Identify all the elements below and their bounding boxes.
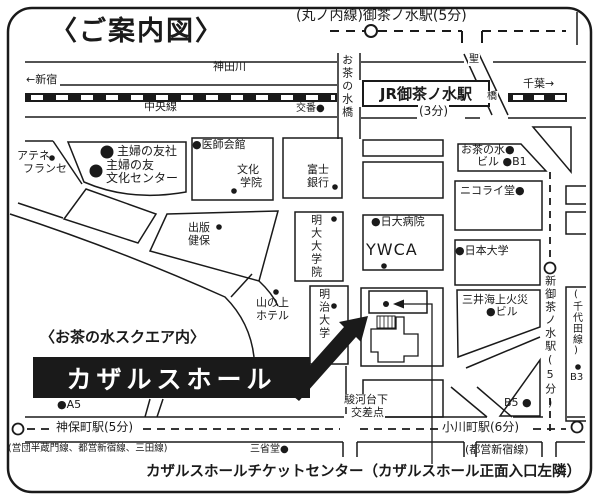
chuo-line-label: 中央線 bbox=[144, 100, 177, 113]
casals-building bbox=[370, 299, 433, 464]
street-diagonal bbox=[450, 386, 513, 418]
block-nihon-univ bbox=[454, 239, 541, 286]
block-shufunotomo bbox=[66, 141, 187, 197]
shufu-bunka-label-2: 文化センター bbox=[106, 171, 179, 185]
hijiri-bridge-label-1: 聖 bbox=[468, 54, 480, 66]
meidai-daigakuin-label: 明大大学院 bbox=[309, 214, 323, 279]
street-diagonal-upper bbox=[465, 336, 541, 369]
block-meidai-daigakuin bbox=[294, 211, 344, 282]
block-wedge bbox=[531, 126, 572, 175]
block-mid bbox=[362, 161, 444, 199]
shinjuku-direction-label: ←新宿 bbox=[26, 73, 58, 86]
marunouchi-station-circle bbox=[364, 24, 378, 38]
exit-b3-label: B3 bbox=[570, 372, 584, 383]
yamanoue-hotel-label-1: 山の上 bbox=[256, 296, 289, 309]
block-ywca bbox=[362, 214, 444, 271]
page-title: 〈ご案内図〉 bbox=[50, 16, 224, 47]
ogawamachi-line-label: (都営新宿線) bbox=[465, 443, 529, 456]
shin-ochanomizu-station-circle bbox=[543, 261, 557, 275]
surugadai-label-2: 交差点 bbox=[350, 406, 385, 420]
ochanomizu-bridge-street bbox=[337, 53, 361, 139]
meidai-daigakuin-dot bbox=[331, 216, 337, 222]
koban-label: 交番● bbox=[296, 103, 325, 114]
nihon-univ-label: ●日本大学 bbox=[455, 244, 509, 257]
bottom-avenue bbox=[25, 416, 585, 457]
sanseido-label: 三省堂● bbox=[250, 444, 289, 455]
shuppan-kenpo-dot bbox=[216, 224, 222, 230]
kanda-river-label: 神田川 bbox=[213, 60, 246, 73]
nichidai-hospital-label: ●日大病院 bbox=[371, 215, 425, 228]
athenee-dot bbox=[49, 155, 55, 161]
shuppan-kenpo-label-2: 健保 bbox=[188, 234, 210, 247]
block-b5-triangle bbox=[498, 357, 541, 417]
subway-lines bbox=[11, 172, 584, 437]
exit-b5-label: B5 ● bbox=[504, 396, 532, 409]
block-fuji-bank bbox=[282, 137, 343, 199]
entrance-arrowhead-icon bbox=[393, 299, 404, 309]
block-ochanomizu-bldg bbox=[457, 143, 548, 172]
ochanomizu-bldg-label-1: お茶の水● bbox=[461, 143, 515, 156]
ochanomizu-square-note: 〈お茶の水スクエア内〉 bbox=[40, 328, 206, 346]
block-mitsui bbox=[456, 289, 541, 359]
casals-hall-banner: カザルスホール bbox=[33, 357, 310, 398]
block-athenee bbox=[25, 140, 83, 185]
hijiri-bridge-label-2: 橋 bbox=[486, 91, 498, 103]
landmark-dots bbox=[49, 145, 581, 370]
athenee-label-1: アテネ bbox=[17, 149, 50, 162]
ticket-center-caption: カザルスホールチケットセンター（カザルスホール正面入口左隣） bbox=[146, 464, 581, 480]
chiba-direction-label: 千葉→ bbox=[523, 77, 555, 90]
block-thin bbox=[362, 139, 444, 157]
marunouchi-station-label: (丸ノ内線)御茶ノ水駅(5分) bbox=[296, 8, 467, 24]
shuppan-kenpo-label-1: 出版 bbox=[188, 221, 210, 234]
block-shuppan-kenpo bbox=[148, 210, 279, 282]
chiyoda-line-label: (千代田線) bbox=[570, 289, 582, 357]
ticket-center-dot bbox=[383, 301, 389, 307]
jimbocho-station-circle bbox=[11, 422, 25, 436]
jr-walk-time-label: (3分) bbox=[418, 104, 449, 119]
jr-track bbox=[25, 93, 567, 102]
meiji-univ-label: 明治大学 bbox=[317, 288, 331, 340]
yamanoue-hotel-dot bbox=[273, 289, 279, 295]
shufunotomo-sha-dot bbox=[100, 145, 114, 159]
mitsui-bldg-label-1: 三井海上火災 bbox=[462, 293, 528, 306]
jimbocho-station-label: 神保町駅(5分) bbox=[56, 420, 133, 434]
exit-b3-dot bbox=[575, 364, 581, 370]
casals-annex bbox=[368, 290, 428, 314]
marunouchi-line bbox=[330, 24, 566, 43]
mitsui-bldg-label-2: ●ビル bbox=[486, 305, 518, 318]
map-border bbox=[6, 6, 593, 494]
ogawamachi-station-label: 小川町駅(6分) bbox=[442, 420, 519, 434]
shufunotomo-sha-label: 主婦の友社 bbox=[117, 144, 178, 158]
entrance-steps bbox=[379, 316, 393, 328]
bunka-gakuin-label-2: 学院 bbox=[240, 176, 262, 189]
ywca-label: YWCA bbox=[366, 240, 418, 259]
bunka-gakuin-label-1: 文化 bbox=[237, 163, 259, 176]
ywca-dot bbox=[381, 263, 387, 269]
block-nikolai bbox=[454, 180, 543, 231]
yamanoue-hotel-label-2: ホテル bbox=[256, 309, 289, 322]
bunka-gakuin-dot bbox=[231, 188, 237, 194]
exit-a5-label: ●A5 bbox=[57, 398, 82, 411]
block-parallelogram bbox=[62, 188, 158, 244]
ochanomizu-bldg-label-2: ビル ●B1 bbox=[477, 155, 527, 168]
ishi-kaikan-label: ●医師会館 bbox=[192, 138, 246, 151]
shufu-bunka-dot bbox=[89, 164, 103, 178]
jr-ochanomizu-station-box: JR御茶ノ水駅 bbox=[362, 80, 490, 107]
block-ishi-kaikan bbox=[191, 137, 274, 201]
fuji-bank-label-2: 銀行 bbox=[307, 176, 329, 189]
fuji-bank-label-1: 富士 bbox=[307, 163, 329, 176]
block-casals bbox=[360, 287, 444, 367]
jimbocho-lines-label: (営団半蔵門線、都営新宿線、三田線) bbox=[8, 443, 168, 454]
shin-ochanomizu-station-label: 新御茶ノ水駅(5分) bbox=[543, 275, 557, 411]
ogawamachi-station-circle bbox=[570, 420, 584, 434]
shufu-bunka-label-1: 主婦の友 bbox=[106, 158, 155, 172]
ticket-center-leader-line bbox=[404, 303, 433, 464]
fuji-bank-dot bbox=[332, 184, 338, 190]
ochanomizu-bridge-label: お茶の水橋 bbox=[340, 54, 354, 119]
curved-streets bbox=[9, 202, 347, 418]
surugadai-label-1: 駿河台下 bbox=[343, 393, 389, 407]
athenee-label-2: フランセ bbox=[23, 162, 67, 175]
meiji-univ-dot bbox=[331, 303, 337, 309]
nikolai-do-label: ニコライ堂● bbox=[460, 184, 525, 197]
